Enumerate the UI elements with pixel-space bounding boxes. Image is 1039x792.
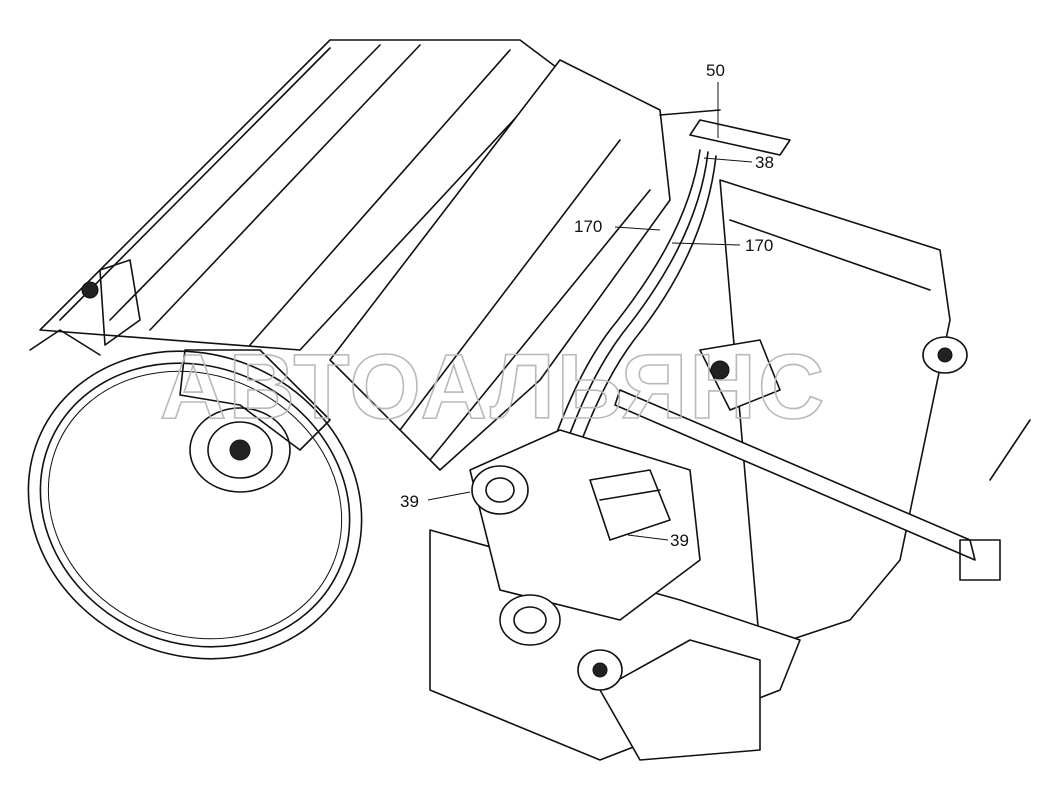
alternator-left (179, 349, 331, 493)
engine-block (469, 429, 701, 691)
callout-50: 50 (706, 61, 725, 80)
callout-leaders (427, 82, 753, 541)
callout-39-right: 39 (670, 531, 689, 550)
callout-38: 38 (755, 153, 774, 172)
right-components (614, 336, 1031, 581)
pipes-170 (539, 149, 717, 491)
callout-170-right: 170 (745, 236, 773, 255)
callout-170-left: 170 (574, 217, 602, 236)
callout-39-left: 39 (400, 492, 419, 511)
watermark-text: АВТОАЛЬЯНС (160, 336, 826, 438)
